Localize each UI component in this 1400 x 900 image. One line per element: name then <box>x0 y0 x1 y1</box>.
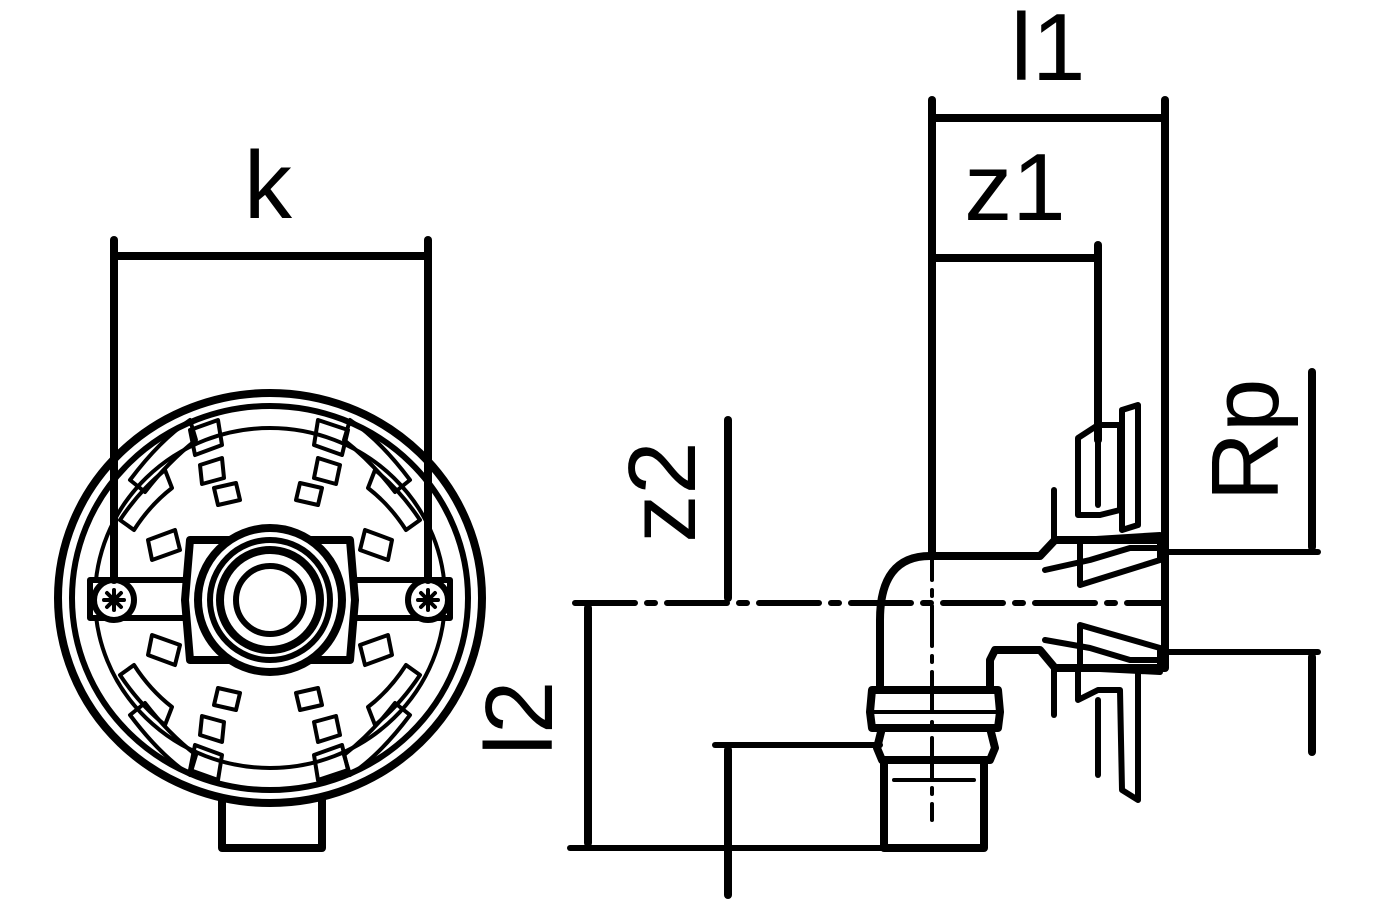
dimension-l2: l2 <box>466 604 887 851</box>
front-view: k <box>54 132 486 852</box>
dimension-z1: z1 <box>932 134 1102 444</box>
label-z1: z1 <box>964 134 1065 241</box>
side-collar <box>873 724 999 764</box>
label-z2: z2 <box>609 441 716 542</box>
label-k: k <box>244 132 293 239</box>
label-l1: l1 <box>1011 0 1086 101</box>
plate-inner-rim <box>69 403 471 793</box>
dimension-rp: Rp <box>1162 368 1321 756</box>
label-l2: l2 <box>466 681 573 756</box>
side-view: l1 z1 z2 l2 Rp <box>466 0 1321 899</box>
dimension-k: k <box>110 132 432 584</box>
elbow-body <box>876 536 1169 694</box>
outlet-bore <box>233 563 307 637</box>
label-rp: Rp <box>1192 379 1299 502</box>
elbow-wall-thread <box>1077 532 1163 675</box>
dimension-l1: l1 <box>928 0 1169 560</box>
screw-left <box>91 577 137 623</box>
dimension-z2: z2 <box>609 416 883 899</box>
plate-ribs <box>118 418 422 782</box>
outlet-ring-mid <box>207 537 333 663</box>
outlet-ring-inner <box>216 546 324 654</box>
screw-right <box>405 577 451 623</box>
side-hex-nut <box>866 686 1004 732</box>
elbow-bore <box>1042 545 1168 663</box>
